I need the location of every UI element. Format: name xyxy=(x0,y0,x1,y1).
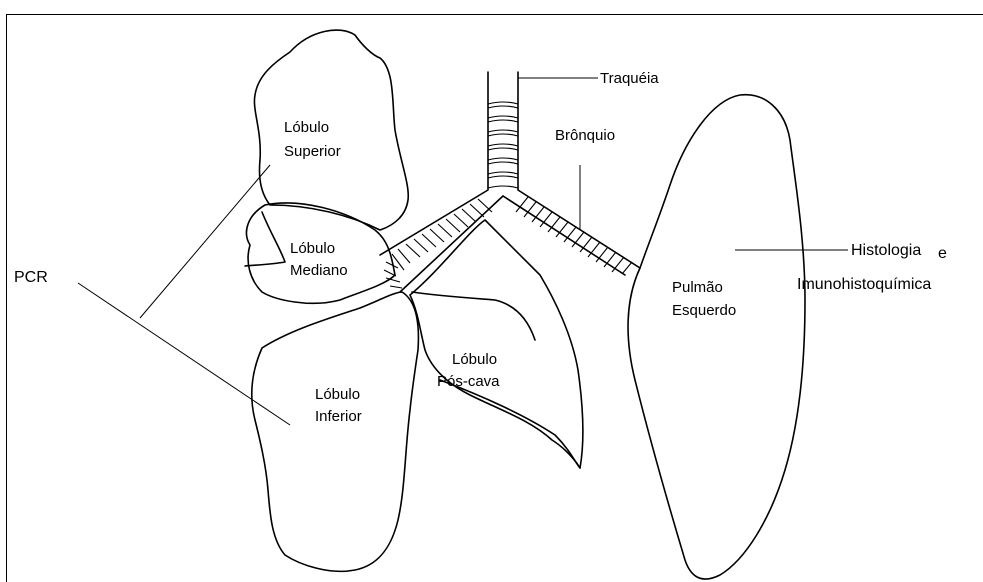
trachea-label: Traquéia xyxy=(600,70,659,87)
median-lobe-label-line2: Mediano xyxy=(290,262,348,279)
postcava-lobe-label-line1: Lóbulo xyxy=(452,351,497,368)
median-lobe-fissure xyxy=(245,212,285,266)
postcava-lobe xyxy=(410,220,583,468)
histology-connector: e xyxy=(938,245,947,262)
left-lung xyxy=(628,95,805,579)
bronchus-label: Brônquio xyxy=(555,127,615,144)
right-bronchus xyxy=(384,196,503,292)
immuno-label: Imunohistoquímica xyxy=(797,276,931,293)
pcr-leader-inferior xyxy=(78,283,290,425)
trachea xyxy=(380,72,640,268)
median-lobe-label-line1: Lóbulo xyxy=(290,240,335,257)
inferior-lobe-label-line1: Lóbulo xyxy=(315,386,360,403)
left-bronchus xyxy=(503,196,632,275)
trachea-rings xyxy=(488,102,518,188)
inferior-lobe-label-line2: Inferior xyxy=(315,408,362,425)
inferior-lobe xyxy=(252,292,419,571)
left-lung-label-line2: Esquerdo xyxy=(672,302,736,319)
left-bronchus-rings xyxy=(516,197,632,274)
pcr-label: PCR xyxy=(14,269,48,286)
postcava-lobe-label-line2: Pós-cava xyxy=(437,373,500,390)
postcava-lobe-inner xyxy=(412,292,535,340)
left-lung-label-line1: Pulmão xyxy=(672,279,723,296)
superior-lobe-label-line2: Superior xyxy=(284,143,341,160)
superior-lobe-label-line1: Lóbulo xyxy=(284,119,329,136)
histology-label: Histologia xyxy=(851,242,921,259)
pcr-leader-superior xyxy=(140,165,270,318)
postcava-lobe-fold xyxy=(440,380,580,468)
superior-lobe xyxy=(254,30,408,230)
